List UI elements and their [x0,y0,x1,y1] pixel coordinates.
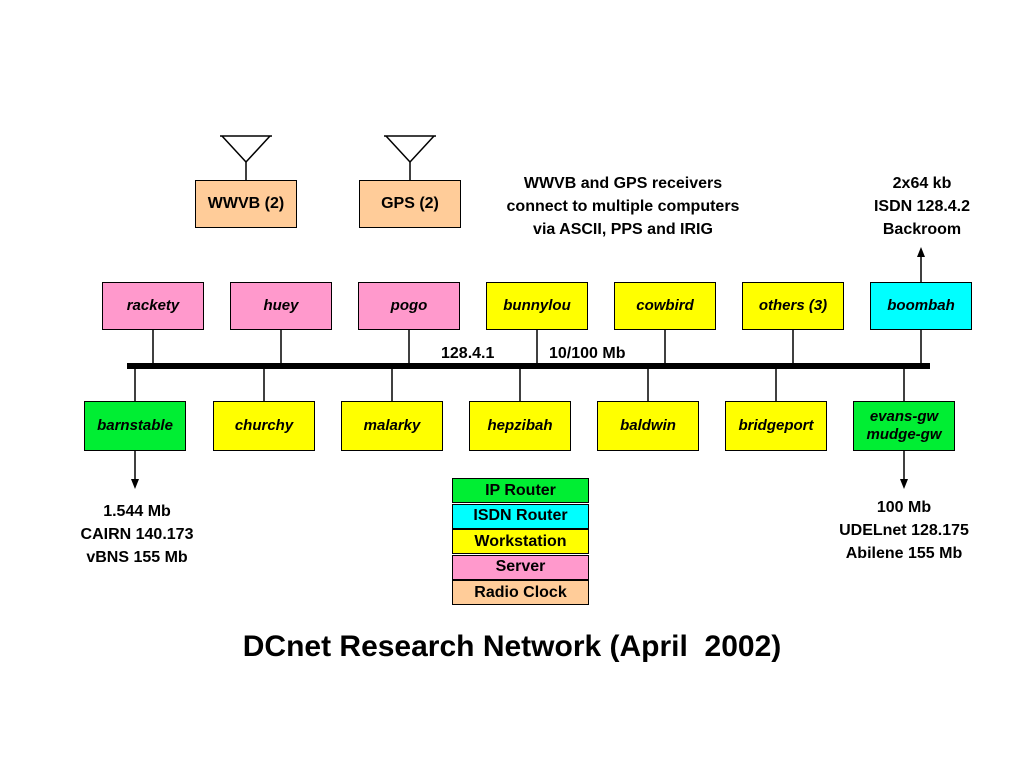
host-bunnylou: bunnylou [486,282,588,330]
host-malarky-label: malarky [363,417,421,434]
legend-item-radio-clock-label: Radio Clock [474,583,567,601]
legend-item-server-label: Server [495,558,546,575]
host-bunnylou-label: bunnylou [503,297,571,314]
receivers-note-line: via ASCII, PPS and IRIG [533,221,713,238]
legend-item-workstation: Workstation [452,529,589,554]
right-link-label-line: UDELnet 128.175 [839,522,969,539]
host-others-3: others (3) [742,282,844,330]
right-link-label-line: 100 Mb [876,499,932,516]
host-boombah: boombah [870,282,972,330]
host-rackety: rackety [102,282,204,330]
host-churchy-label: churchy [234,417,294,434]
host-pogo-label: pogo [390,297,428,314]
host-baldwin-label: baldwin [620,417,676,434]
antenna-arm-icon [221,135,247,163]
host-baldwin: baldwin [597,401,699,451]
radio-clock-wwvb-2: WWVB (2) [195,180,297,228]
host-hepzibah: hepzibah [469,401,571,451]
host-others-3-label: others (3) [758,297,828,314]
radio-clock-gps-2-label: GPS (2) [381,195,439,212]
isdn-link-label-line: ISDN 128.4.2 [873,198,971,215]
right-link-label-line: Abilene 155 Mb [845,545,963,562]
host-barnstable-label: barnstable [97,417,173,434]
legend-item-ip-router-label: IP Router [485,481,556,499]
legend-item-isdn-router-label: ISDN Router [473,507,568,524]
host-bridgeport: bridgeport [725,401,827,451]
isdn-link-label-line: Backroom [882,221,962,238]
radio-clock-wwvb-2-label: WWVB (2) [207,195,285,212]
legend-item-radio-clock: Radio Clock [452,580,589,605]
antenna-arm-icon [409,135,435,163]
host-hepzibah-label: hepzibah [487,417,553,434]
legend-item-ip-router: IP Router [452,478,589,503]
host-huey-label: huey [263,297,299,314]
host-bridgeport-label: bridgeport [738,417,814,434]
host-pogo: pogo [358,282,460,330]
host-evans-gw-mudge-gw: evans-gw mudge-gw [853,401,955,451]
left-link-label-line: 1.544 Mb [103,503,171,520]
legend-item-isdn-router: ISDN Router [452,503,589,529]
antenna-arm-icon [385,135,411,163]
antenna-arm-icon [245,135,271,163]
page-title: DCnet Research Network (April 2002) [242,630,782,663]
bus-speed-label: 10/100 Mb [549,345,626,362]
bus-network-label: 128.4.1 [441,345,495,362]
receivers-note-line: WWVB and GPS receivers [523,175,723,192]
radio-clock-gps-2: GPS (2) [359,180,461,228]
receivers-note-line: connect to multiple computers [506,198,740,215]
left-link-label-line: CAIRN 140.173 [80,526,194,543]
host-huey: huey [230,282,332,330]
host-cowbird: cowbird [614,282,716,330]
receivers-note: WWVB and GPS receivers connect to multipl… [463,172,783,241]
host-rackety-label: rackety [126,297,180,314]
host-cowbird-label: cowbird [636,297,694,314]
host-malarky: malarky [341,401,443,451]
host-barnstable: barnstable [84,401,186,451]
isdn-link-label-line: 2x64 kb [892,175,952,192]
host-churchy: churchy [213,401,315,451]
legend-item-workstation-label: Workstation [474,532,567,550]
left-link-label: 1.544 Mb CAIRN 140.173 vBNS 155 Mb [0,500,297,569]
host-boombah-label: boombah [887,297,955,314]
host-evans-gw-mudge-gw-label: evans-gw mudge-gw [866,408,942,443]
left-link-label-line: vBNS 155 Mb [86,549,188,566]
legend-item-server: Server [452,554,589,580]
